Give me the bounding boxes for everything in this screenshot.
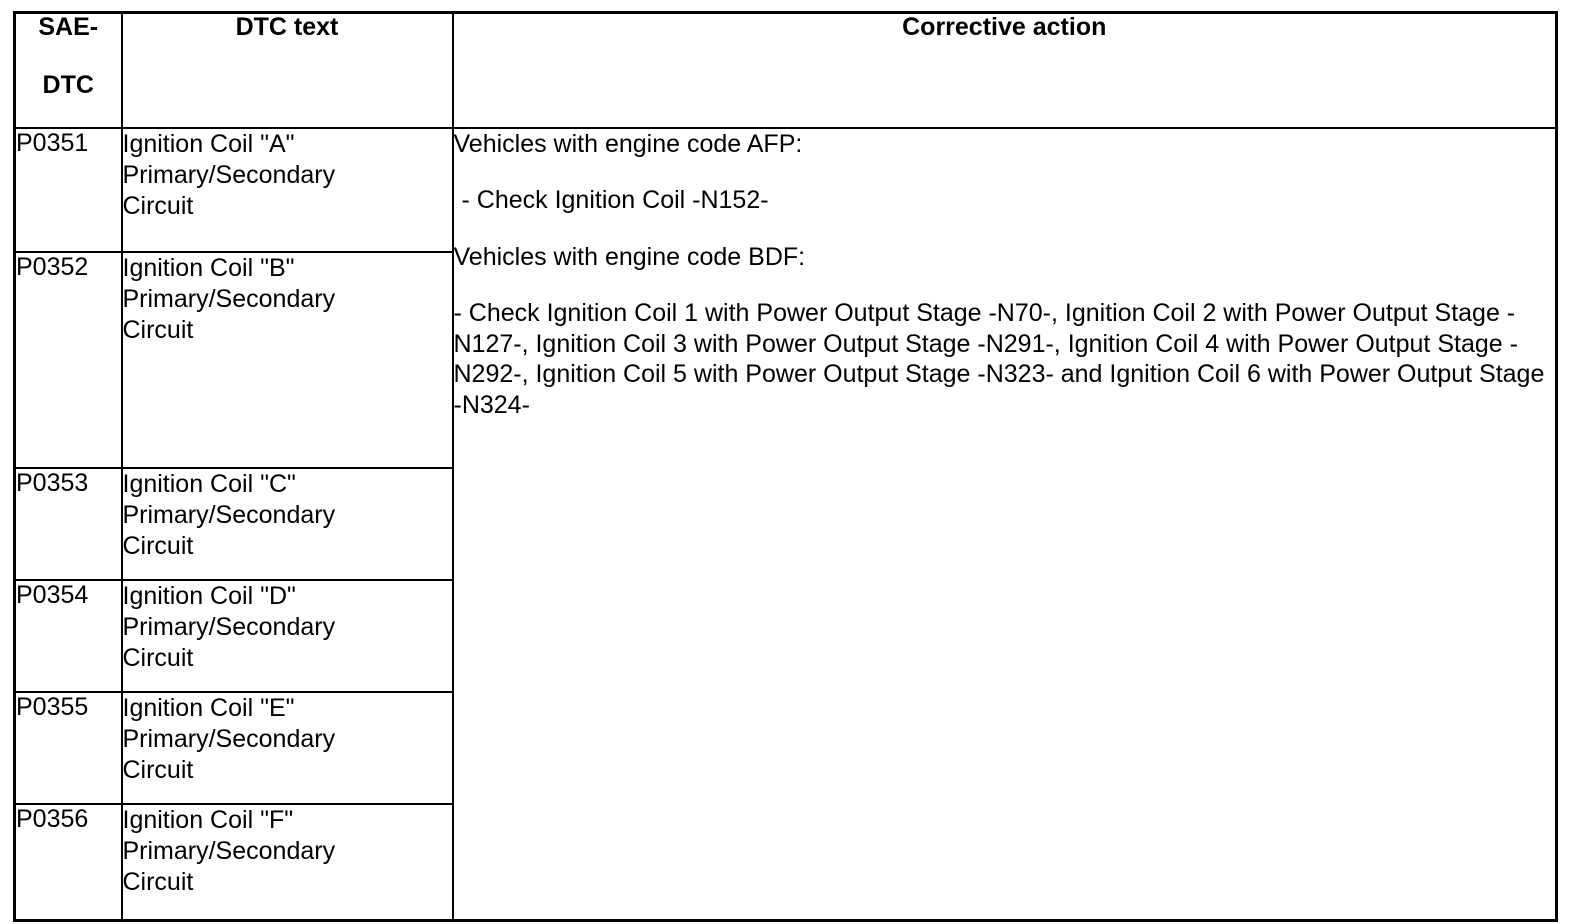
table-row: P0353 Ignition Coil "C" Primary/Secondar… [13, 466, 1557, 581]
header-sae-line1: SAE- [38, 13, 99, 41]
dtc-text-line: Circuit [122, 191, 194, 220]
cell-dtc-text: Ignition Coil "C" Primary/Secondary Circ… [120, 466, 454, 581]
table-row: P0352 Ignition Coil "B" Primary/Secondar… [13, 250, 1557, 469]
bdf-heading: Vehicles with engine code BDF: [453, 242, 806, 271]
spacer [454, 159, 1556, 185]
cell-dtc-code: P0351 [13, 126, 123, 253]
header-cell-dtc-text: DTC text [120, 11, 454, 129]
dtc-text-line: Circuit [122, 755, 194, 784]
dtc-text-line: Circuit [122, 867, 194, 896]
table-row: P0351 Ignition Coil "A" Primary/Secondar… [13, 126, 1558, 921]
cell-dtc-text: Ignition Coil "E" Primary/Secondary Circ… [120, 690, 454, 805]
cell-dtc-code: P0353 [13, 466, 123, 581]
dtc-table: SAE- DTC DTC text Corrective action P035… [13, 11, 1558, 922]
dtc-text-line: Primary/Secondary [122, 500, 336, 529]
afp-heading: Vehicles with engine code AFP: [453, 129, 803, 158]
afp-instruction: - Check Ignition Coil -N152- [461, 186, 769, 214]
cell-dtc-text: Ignition Coil "F" Primary/Secondary Circ… [120, 802, 454, 921]
dtc-text-line: Primary/Secondary [122, 160, 336, 189]
dtc-text-line: Ignition Coil "C" [122, 469, 296, 498]
table-header-row: SAE- DTC DTC text Corrective action [13, 11, 1558, 129]
cell-corrective-action: Vehicles with engine code AFP: - Check I… [451, 126, 1558, 921]
corrective-action-block-bdf: Vehicles with engine code BDF: - Check I… [454, 242, 1556, 421]
dtc-text-line: Primary/Secondary [122, 284, 336, 313]
dtc-text-line: Circuit [122, 531, 194, 560]
header-sae-line2: DTC [42, 71, 94, 100]
table-row: P0354 Ignition Coil "D" Primary/Secondar… [13, 578, 1557, 693]
cell-dtc-code: P0354 [13, 578, 123, 693]
dtc-text-line: Ignition Coil "F" [122, 805, 294, 834]
table-row: P0356 Ignition Coil "F" Primary/Secondar… [13, 802, 1557, 921]
cell-dtc-code: P0355 [13, 690, 123, 805]
header-cell-corrective-action: Corrective action [451, 11, 1558, 129]
bdf-instruction: - Check Ignition Coil 1 with Power Outpu… [453, 299, 1545, 419]
table-row: P0355 Ignition Coil "E" Primary/Secondar… [13, 690, 1557, 805]
dtc-text-line: Ignition Coil "E" [122, 693, 295, 722]
corrective-action-block-afp: Vehicles with engine code AFP: - Check I… [454, 129, 1556, 216]
dtc-text-line: Circuit [122, 643, 194, 672]
cell-dtc-code: P0356 [13, 802, 123, 921]
spacer [454, 272, 1556, 298]
dtc-text-line: Primary/Secondary [122, 836, 336, 865]
header-cell-sae-dtc: SAE- DTC [13, 11, 123, 129]
dtc-text-line: Ignition Coil "A" [122, 129, 295, 158]
dtc-text-line: Primary/Secondary [122, 612, 336, 641]
cell-dtc-text: Ignition Coil "D" Primary/Secondary Circ… [120, 578, 454, 693]
cell-dtc-text: Ignition Coil "B" Primary/Secondary Circ… [120, 250, 454, 469]
dtc-text-line: Circuit [122, 315, 194, 344]
dtc-text-line: Ignition Coil "D" [122, 581, 296, 610]
cell-dtc-code: P0352 [13, 250, 123, 469]
dtc-text-line: Primary/Secondary [122, 724, 336, 753]
cell-dtc-text: Ignition Coil "A" Primary/Secondary Circ… [120, 126, 454, 253]
dtc-text-line: Ignition Coil "B" [122, 253, 295, 282]
